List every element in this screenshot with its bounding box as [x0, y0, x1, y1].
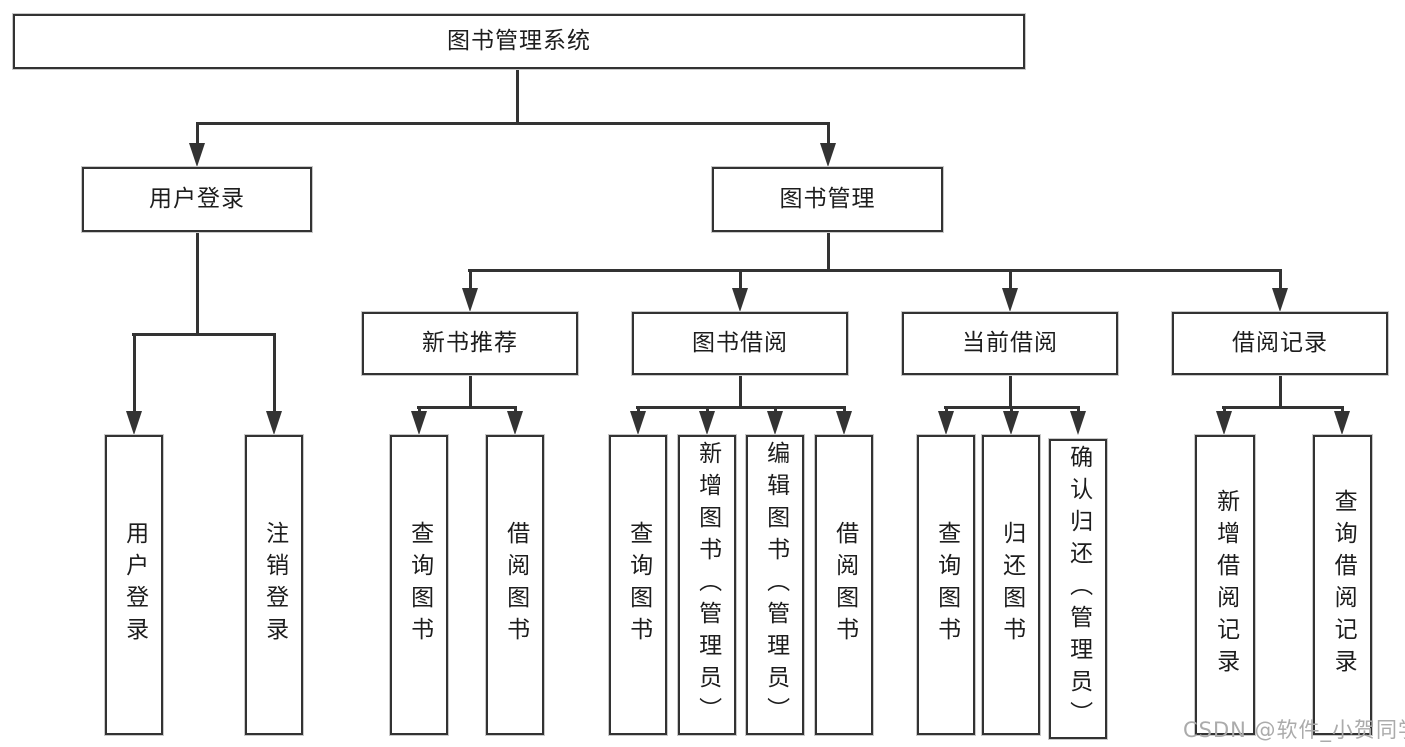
- arrow-to-query-record-stem: [1341, 406, 1344, 413]
- arrow-to-leaf-user-login-head: [126, 411, 142, 435]
- node-leaf-query-record: 查询借阅记录: [1313, 435, 1372, 735]
- arrow-to-leaf-logout-head: [266, 411, 282, 435]
- arrow-to-confirm-return-head: [1070, 411, 1086, 435]
- arrow-to-return-book-stem: [1010, 406, 1013, 413]
- connector-new-book-rec-hbar: [417, 406, 517, 409]
- arrow-to-book-borrow-head: [732, 288, 748, 312]
- node-leaf-borrow-book-1-label: 借阅图书: [502, 521, 529, 649]
- node-leaf-query-book-1: 查询图书: [390, 435, 448, 735]
- arrow-to-borrow-book-1-stem: [514, 406, 517, 413]
- node-leaf-user-login: 用户登录: [105, 435, 163, 735]
- node-leaf-confirm-return-label: 确认归还（管理员）: [1065, 445, 1092, 733]
- arrow-to-edit-book-head: [767, 411, 783, 435]
- arrow-to-borrow-book-2-stem: [843, 406, 846, 413]
- arrow-to-current-borrow-head: [1002, 288, 1018, 312]
- node-borrow-records: 借阅记录: [1172, 312, 1388, 375]
- node-leaf-borrow-book-2: 借阅图书: [815, 435, 873, 735]
- node-leaf-return-book-label: 归还图书: [998, 521, 1025, 649]
- connector-book-borrow-stem: [739, 372, 742, 409]
- node-leaf-query-book-2: 查询图书: [609, 435, 667, 735]
- connector-root-hbar: [196, 122, 830, 125]
- arrow-to-add-record-head: [1216, 411, 1232, 435]
- node-leaf-query-book-3-label: 查询图书: [933, 521, 960, 649]
- arrow-to-edit-book-stem: [774, 406, 777, 413]
- connector-book-mgmt-stem: [827, 230, 830, 272]
- connector-book-mgmt-hbar: [468, 269, 1282, 272]
- node-book-borrow: 图书借阅: [632, 312, 848, 375]
- node-leaf-query-book-3: 查询图书: [917, 435, 975, 735]
- connector-book-borrow-hbar: [636, 406, 846, 409]
- node-leaf-borrow-book-1: 借阅图书: [486, 435, 544, 735]
- arrow-to-query-book-1-stem: [418, 406, 421, 413]
- connector-root-stem: [516, 66, 519, 125]
- node-leaf-add-record-label: 新增借阅记录: [1212, 489, 1239, 681]
- node-leaf-edit-book-label: 编辑图书（管理员）: [762, 441, 789, 729]
- node-leaf-logout-label: 注销登录: [261, 521, 288, 649]
- arrow-to-add-record-stem: [1223, 406, 1226, 413]
- node-leaf-return-book: 归还图书: [982, 435, 1040, 735]
- node-leaf-confirm-return: 确认归还（管理员）: [1049, 439, 1107, 739]
- arrow-to-new-book-rec-head: [462, 288, 478, 312]
- connector-borrow-records-hbar: [1222, 406, 1344, 409]
- arrow-to-borrow-records-head: [1272, 288, 1288, 312]
- arrow-to-leaf-user-login-stem: [133, 333, 136, 413]
- arrow-to-query-book-1-head: [411, 411, 427, 435]
- connector-user-login-stem: [196, 230, 199, 336]
- node-book-mgmt: 图书管理: [712, 167, 943, 232]
- node-leaf-query-book-2-label: 查询图书: [625, 521, 652, 649]
- arrow-to-return-book-head: [1003, 411, 1019, 435]
- arrow-to-user-login-stem: [196, 122, 199, 145]
- arrow-to-leaf-logout-stem: [273, 333, 276, 413]
- arrow-to-book-borrow-stem: [739, 269, 742, 290]
- csdn-watermark: CSDN @软件_小贺同学: [1183, 718, 1405, 742]
- arrow-to-confirm-return-stem: [1077, 406, 1080, 413]
- connector-current-borrow-stem: [1009, 372, 1012, 409]
- arrow-to-borrow-book-2-head: [836, 411, 852, 435]
- node-root: 图书管理系统: [13, 14, 1025, 69]
- arrow-to-book-mgmt-stem: [827, 122, 830, 145]
- arrow-to-query-book-3-head: [938, 411, 954, 435]
- node-leaf-add-record: 新增借阅记录: [1195, 435, 1255, 735]
- arrow-to-new-book-rec-stem: [469, 269, 472, 290]
- connector-user-login-hbar: [132, 333, 276, 336]
- node-new-book-rec: 新书推荐: [362, 312, 578, 375]
- connector-borrow-records-stem: [1279, 372, 1282, 409]
- node-user-login: 用户登录: [82, 167, 312, 232]
- node-leaf-query-record-label: 查询借阅记录: [1330, 489, 1357, 681]
- arrow-to-borrow-book-1-head: [507, 411, 523, 435]
- arrow-to-query-book-3-stem: [945, 406, 948, 413]
- node-current-borrow: 当前借阅: [902, 312, 1118, 375]
- arrow-to-user-login-head: [189, 143, 205, 167]
- node-leaf-user-login-label: 用户登录: [121, 521, 148, 649]
- node-leaf-query-book-1-label: 查询图书: [406, 521, 433, 649]
- arrow-to-query-book-2-head: [630, 411, 646, 435]
- node-leaf-add-book: 新增图书（管理员）: [678, 435, 736, 735]
- arrow-to-query-record-head: [1334, 411, 1350, 435]
- arrow-to-borrow-records-stem: [1279, 269, 1282, 290]
- node-leaf-add-book-label: 新增图书（管理员）: [694, 441, 721, 729]
- arrow-to-add-book-stem: [706, 406, 709, 413]
- node-leaf-edit-book: 编辑图书（管理员）: [746, 435, 804, 735]
- arrow-to-book-mgmt-head: [820, 143, 836, 167]
- arrow-to-query-book-2-stem: [637, 406, 640, 413]
- arrow-to-current-borrow-stem: [1009, 269, 1012, 290]
- connector-new-book-rec-stem: [469, 372, 472, 409]
- node-leaf-logout: 注销登录: [245, 435, 303, 735]
- arrow-to-add-book-head: [699, 411, 715, 435]
- node-leaf-borrow-book-2-label: 借阅图书: [831, 521, 858, 649]
